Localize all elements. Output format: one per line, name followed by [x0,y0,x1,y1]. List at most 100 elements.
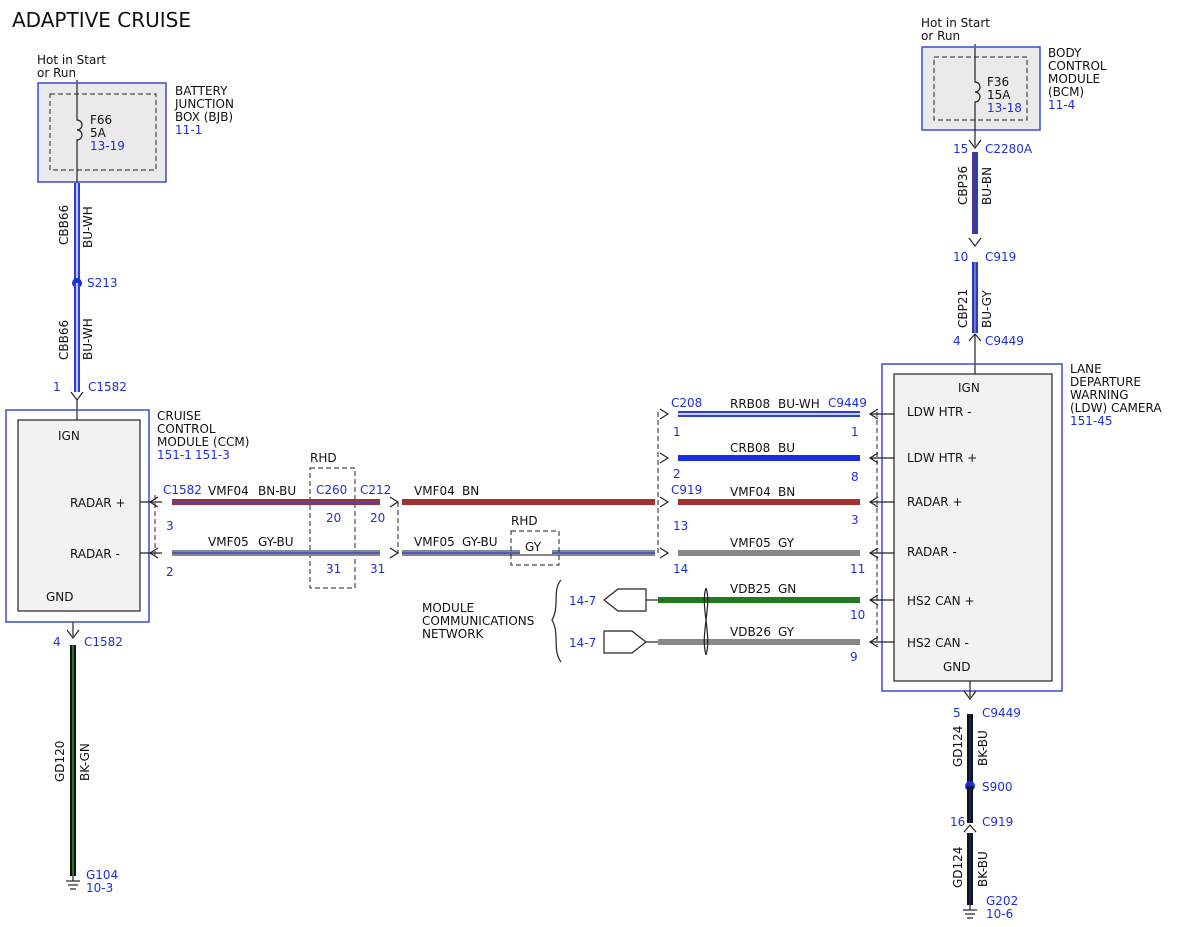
c919-pin-14: 14 [673,562,688,576]
rhd-box-c260 [309,467,356,589]
ground-g104-icon [66,876,80,890]
wire-vmf05-a-circuit: VMF05 [208,535,249,549]
c212-pin-31: 31 [370,562,385,576]
c208-row1-terminal-icon [659,408,670,420]
wire-vdb26-circuit: VDB26 [730,625,771,639]
bjb-name-2: JUNCTION [174,97,234,111]
ldw-name-4: (LDW) CAMERA [1070,401,1162,415]
bjb-inner-box [49,93,157,171]
wire-gd120-circuit: GD120 [53,741,67,782]
ground-g202-label: G202 [986,894,1018,908]
wire-cbp21-color: BU-GY [980,290,994,328]
can-pos-connector-arrow-icon [603,588,647,612]
c9449-top-label: C9449 [985,334,1024,348]
bjb-name-1: BATTERY [175,84,228,98]
wire-rrb08-color: BU-WH [778,397,820,411]
cruise-control-module: IGN RADAR + RADAR - GND CRUISE CONTROL M… [5,409,249,623]
wire-gd124-lower-circuit: GD124 [951,847,965,888]
bcm-name-4: (BCM) [1048,85,1084,99]
bcm-name-3: MODULE [1048,72,1100,86]
wire-vdb26-color: GY [778,625,795,639]
c9449-top-pin: 4 [953,334,961,348]
wire-vmf04-b-color: BN [462,484,479,498]
ldw-name-2: DEPARTURE [1070,375,1141,389]
c208-label: C208 [671,396,702,410]
c260-pin-31: 31 [326,562,341,576]
bjb-outer-box [37,82,167,183]
ccm-radar-neg-terminal-icon [148,547,159,559]
ccm-radar-pos-terminal-icon [148,496,159,508]
wire-vmf05-ldw-color: GY [778,536,795,550]
rhd-box-gy [510,530,560,566]
wire-vmf04-ldw-circuit: VMF04 [730,485,771,499]
mcn-label-3: NETWORK [422,627,485,641]
c9449-pin-11: 11 [850,562,865,576]
splice-s900-label: S900 [982,780,1013,794]
connector-c919-gnd-icon [963,824,977,833]
c260-pin-20: 20 [326,511,341,525]
bjb-page-ref: 11-1 [175,123,202,137]
wire-cbb66-upper-circuit: CBB66 [57,205,71,245]
rhd-label-2: RHD [511,514,538,528]
can-neg-ref: 14-7 [569,636,596,650]
c919-row-radar-pos-terminal-icon [659,496,670,508]
c919-top-pin: 10 [953,250,968,264]
ground-g104-ref: 10-3 [86,881,113,895]
bjb-hot-label-2: or Run [37,66,76,80]
c208-row2-terminal-icon [659,452,670,464]
c2280a-pin: 15 [953,142,968,156]
ccm-radar-pos-pin: 3 [166,519,174,533]
can-neg-connector-arrow-icon [603,630,647,654]
c212-pin-20: 20 [370,511,385,525]
wire-cbp36-circuit: CBP36 [956,166,970,205]
ldw-name-3: WARNING [1070,388,1129,402]
ground-g202-ref: 10-6 [986,907,1013,921]
fuse-f36-label: F36 [987,75,1009,89]
ldw-pin-radar-neg: RADAR - [907,545,957,559]
c9449-pin-3: 3 [851,513,859,527]
c919-top-label: C919 [985,250,1016,264]
c9449-pin-8: 8 [851,470,859,484]
fuse-f66-label: F66 [90,113,112,127]
c9449-mid-label: C9449 [828,396,867,410]
bcm-hot-label-2: or Run [921,29,960,43]
wire-crb08-circuit: CRB08 [730,441,770,455]
ldw-pin-radar-pos: RADAR + [907,495,963,509]
wire-crb08-color: BU [778,441,795,455]
c212-label: C212 [360,483,391,497]
c919-mid-label: C919 [671,483,702,497]
ldw-page-ref: 151-45 [1070,414,1113,428]
fuse-f36-icon [974,48,981,130]
ldw-pin-htr-pos: LDW HTR + [907,451,977,465]
network-brace-icon [551,579,562,663]
wire-gd124-upper-color: BK-BU [976,730,990,766]
wire-cbb66-lower-color: BU-WH [81,318,95,360]
wire-vmf05-ldw-circuit: VMF05 [730,536,771,550]
c1582-top-label: C1582 [88,380,127,394]
ccm-page-1: 151-1 [157,448,192,462]
c1582-top-pin: 1 [53,380,61,394]
bcm-name-1: BODY [1048,46,1082,60]
connector-c919-top-icon [968,237,982,247]
ccm-pin-radar-pos: RADAR + [70,496,126,510]
fuse-f66-icon [76,84,83,183]
battery-junction-box: Hot in Start or Run F66 5A 13-19 BATTERY… [37,53,234,183]
c9449-gnd-label: C9449 [982,706,1021,720]
ldw-pin-htr-neg: LDW HTR - [907,405,971,419]
fuse-f66-amp: 5A [90,126,107,140]
c919-row-radar-neg-terminal-icon [659,547,670,559]
ccm-pin-ign: IGN [58,429,80,443]
wire-vmf04-b-circuit: VMF04 [414,484,455,498]
mcn-label-1: MODULE [422,601,474,615]
ccm-radar-neg-pin: 2 [166,565,174,579]
fuse-f36-ref: 13-18 [987,101,1022,115]
bcm-hot-label-1: Hot in Start [921,16,990,30]
c2280a-label: C2280A [985,142,1033,156]
wire-cbp36-color: BU-BN [980,167,994,205]
c1582-gnd-label: C1582 [84,635,123,649]
ldw-pin-gnd: GND [943,660,971,674]
splice-s213-label: S213 [87,276,118,290]
ldw-pin-ign: IGN [958,381,980,395]
wire-rrb08-circuit: RRB08 [730,397,770,411]
body-control-module: Hot in Start or Run F36 15A 13-18 BODY C… [921,16,1107,131]
